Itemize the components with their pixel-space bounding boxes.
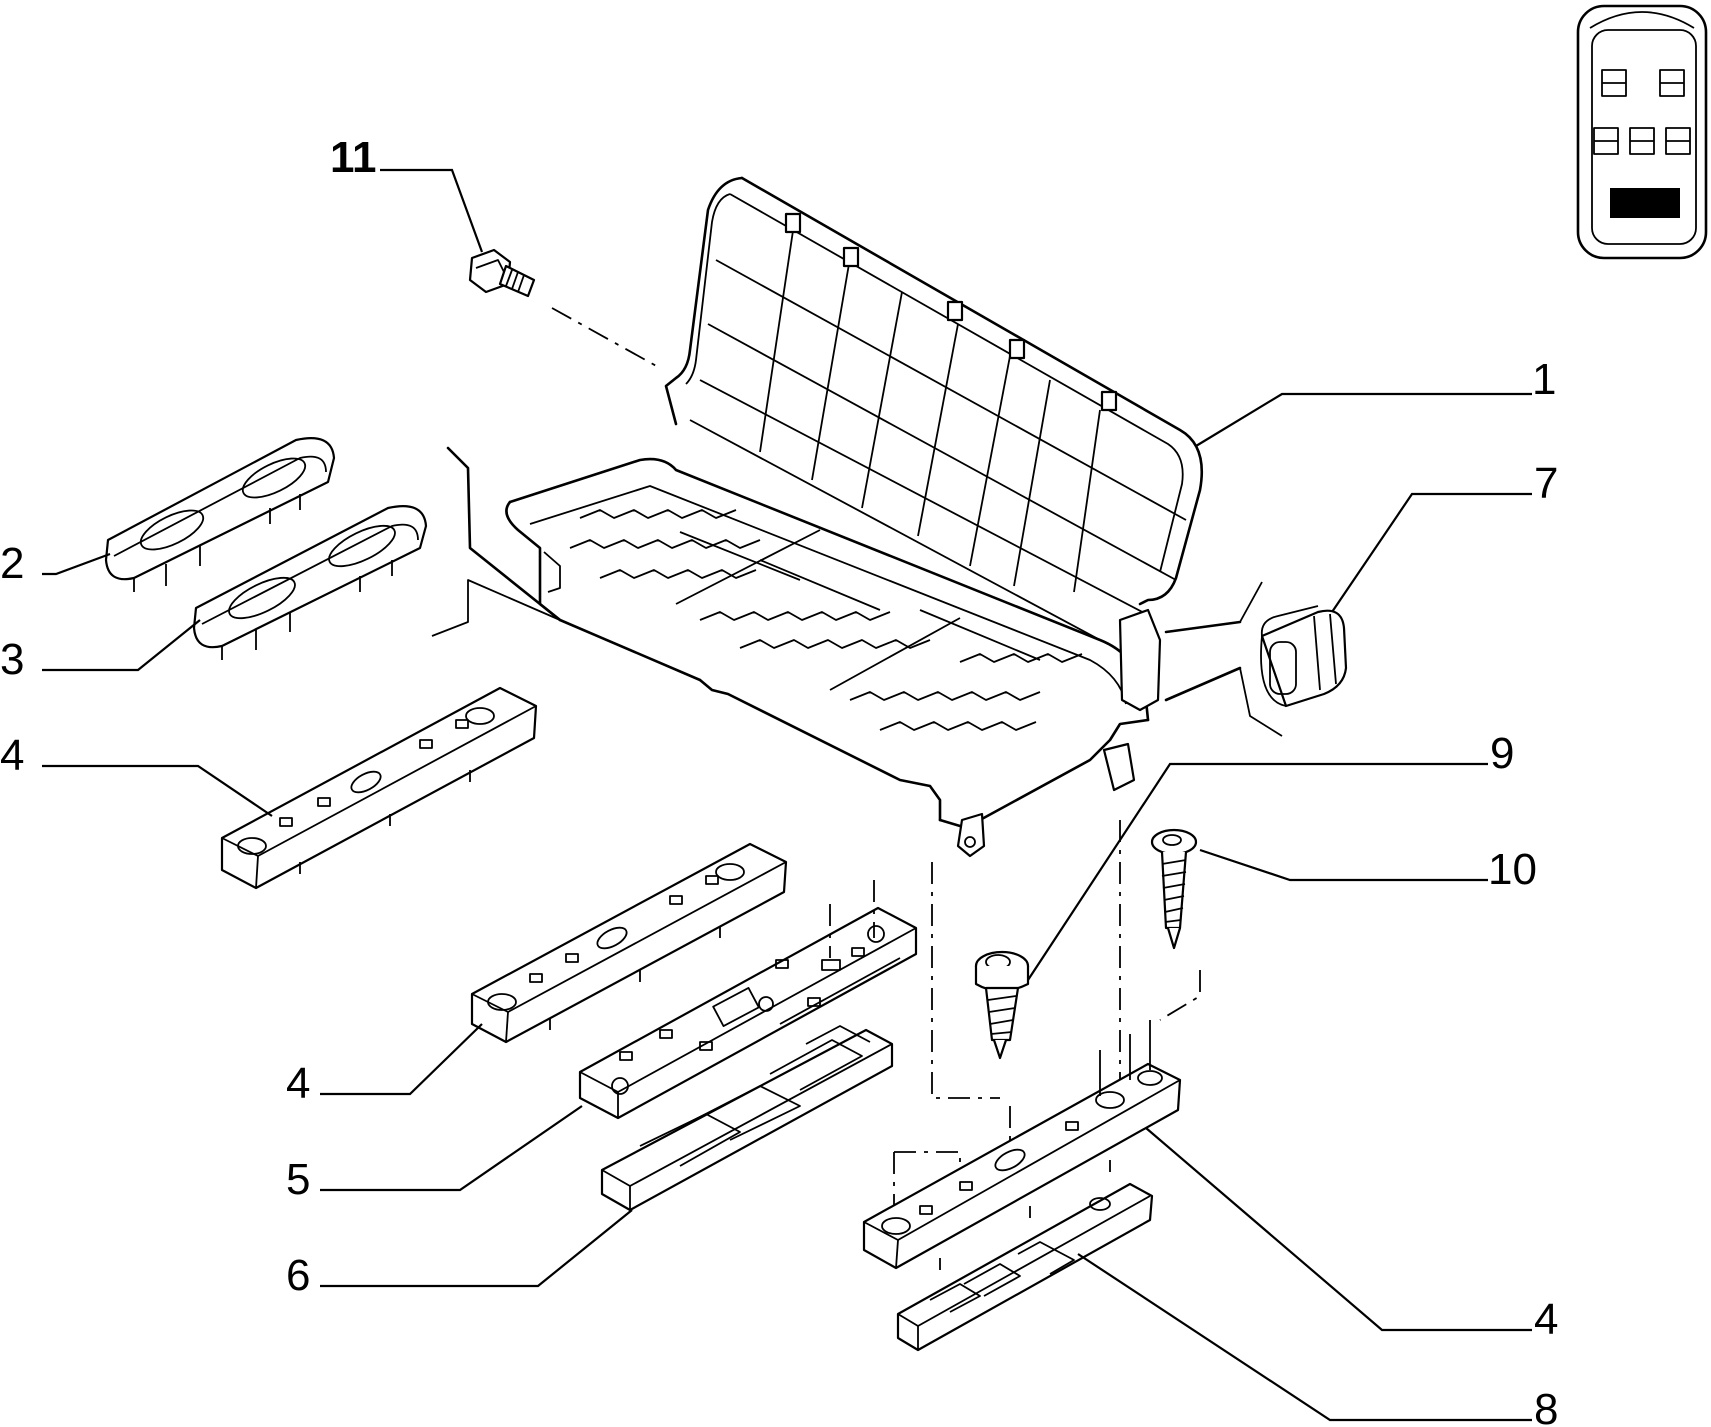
leader-7 [1331, 492, 1532, 613]
leader-2 [42, 552, 111, 576]
callout-4b: 4 [286, 1059, 310, 1108]
leader-4a [42, 764, 273, 817]
part-10-screw [1150, 828, 1198, 950]
leader-4c [1145, 1127, 1532, 1332]
seat-left-guide [431, 446, 1283, 737]
leader-8 [1077, 1253, 1532, 1422]
leader-1 [1195, 392, 1532, 447]
callout-4a: 4 [0, 731, 24, 780]
callout-9: 9 [1490, 729, 1514, 778]
part-4-rail-middle [470, 842, 788, 1044]
part-1-seat-frame [505, 176, 1242, 858]
leader-6 [320, 1209, 633, 1288]
vehicle-seat-position-icon [1576, 4, 1708, 260]
leader-4b [320, 1023, 483, 1096]
callout-6: 6 [286, 1251, 310, 1300]
callout-8: 8 [1534, 1385, 1558, 1427]
leader-3 [42, 619, 201, 672]
part-8-guide [896, 1182, 1154, 1352]
part-9-screw [974, 950, 1030, 1060]
part-7-cap [1260, 605, 1348, 708]
callout-4c: 4 [1534, 1295, 1558, 1344]
part-11-bolt [468, 248, 661, 369]
leader-11 [380, 168, 484, 253]
leader-5 [320, 1105, 583, 1192]
callout-3: 3 [0, 635, 24, 684]
callout-1: 1 [1532, 355, 1556, 404]
part-4-rail-right [862, 1020, 1182, 1270]
part-2-trim-cover [104, 437, 336, 592]
part-6-pad [600, 1025, 894, 1212]
leader-10 [1199, 848, 1488, 882]
callout-5: 5 [286, 1155, 310, 1204]
part-4-rail-left [220, 686, 538, 890]
callout-11: 11 [330, 133, 377, 182]
leader-9 [1027, 762, 1488, 981]
part-5-plate [578, 906, 918, 1120]
callout-10: 10 [1488, 845, 1537, 894]
callout-7: 7 [1534, 459, 1558, 508]
part-3-trim-cover [192, 505, 428, 660]
callout-2: 2 [0, 539, 24, 588]
